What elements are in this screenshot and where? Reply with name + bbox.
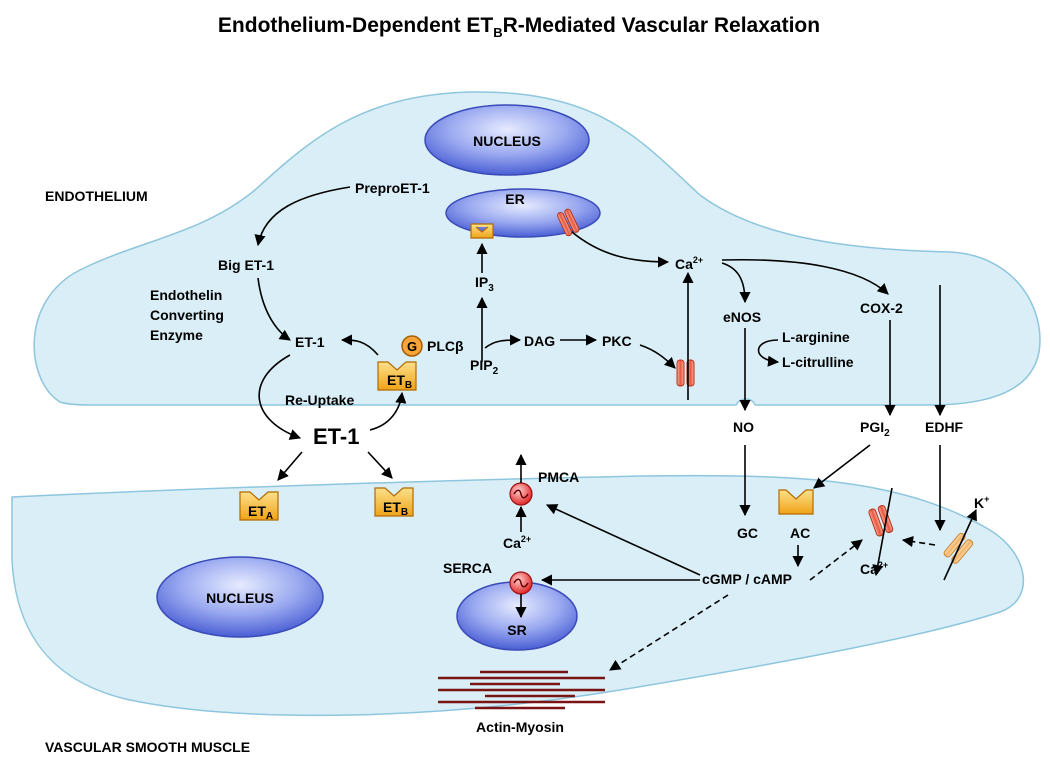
preproet1-label: PreproET-1 <box>355 180 430 196</box>
etb-receptor-endothelial-icon <box>377 361 417 391</box>
etb-endothelial-label: ETB <box>387 372 412 391</box>
vascular-smooth-muscle-label: VASCULAR SMOOTH MUSCLE <box>45 739 250 755</box>
plcb-label: PLCβ <box>427 338 464 354</box>
cgmp-camp-label: cGMP / cAMP <box>702 571 792 587</box>
pathway-arrows <box>254 186 977 671</box>
eta-receptor-vsm-icon <box>239 491 279 521</box>
vsm-nucleus-label: NUCLEUS <box>206 590 274 606</box>
er-calcium-channel-icon <box>557 208 580 237</box>
g-protein-icon <box>401 335 423 357</box>
calcium-endothelial-label: Ca2+ <box>675 255 703 272</box>
reuptake-label: Re-Uptake <box>285 392 354 408</box>
g-protein-label: G <box>407 339 417 354</box>
sr-label: SR <box>507 622 526 638</box>
endothelial-nucleus-label: NUCLEUS <box>473 133 541 149</box>
big-et1-label: Big ET-1 <box>218 257 274 273</box>
actin-myosin-label: Actin-Myosin <box>476 719 564 735</box>
ac-label: AC <box>790 525 810 541</box>
endothelial-cell <box>33 91 1041 406</box>
et1-endothelial-label: ET-1 <box>295 334 325 350</box>
dag-label: DAG <box>524 333 555 349</box>
endothelium-label: ENDOTHELIUM <box>45 188 148 204</box>
etb-vsm-label: ETB <box>383 499 408 518</box>
diagram-title: Endothelium-Dependent ETBR-Mediated Vasc… <box>218 14 820 40</box>
no-label: NO <box>733 419 754 435</box>
pkc-label: PKC <box>602 333 632 349</box>
enos-label: eNOS <box>723 309 761 325</box>
potassium-label: K+ <box>974 494 989 511</box>
pip2-label: PIP2 <box>470 357 499 377</box>
etb-receptor-vsm-icon <box>374 487 414 517</box>
ece-label-line1: Endothelin <box>150 287 222 303</box>
pgi2-label: PGI2 <box>860 419 890 439</box>
edhf-label: EDHF <box>925 419 964 435</box>
actin-myosin-filaments <box>438 670 605 710</box>
potassium-channel-icon <box>943 532 974 564</box>
ece-label-line2: Converting <box>150 307 224 323</box>
ip3-label: IP3 <box>475 274 494 294</box>
endothelial-nucleus <box>424 104 590 176</box>
er-label: ER <box>505 191 524 207</box>
et1-released-label: ET-1 <box>313 424 359 449</box>
ece-label-line3: Enzyme <box>150 327 203 343</box>
serca-label: SERCA <box>443 560 492 576</box>
cox2-label: COX-2 <box>860 300 903 316</box>
gc-label: GC <box>737 525 758 541</box>
ip3-receptor-icon <box>470 223 494 239</box>
pmca-label: PMCA <box>538 469 579 485</box>
vsm-nucleus <box>156 556 324 638</box>
l-citrulline-label: L-citrulline <box>782 354 854 370</box>
calcium-vsm-label: Ca2+ <box>503 534 531 551</box>
l-arginine-label: L-arginine <box>782 329 850 345</box>
ac-receptor-icon <box>778 489 814 515</box>
eta-label: ETA <box>248 503 273 522</box>
